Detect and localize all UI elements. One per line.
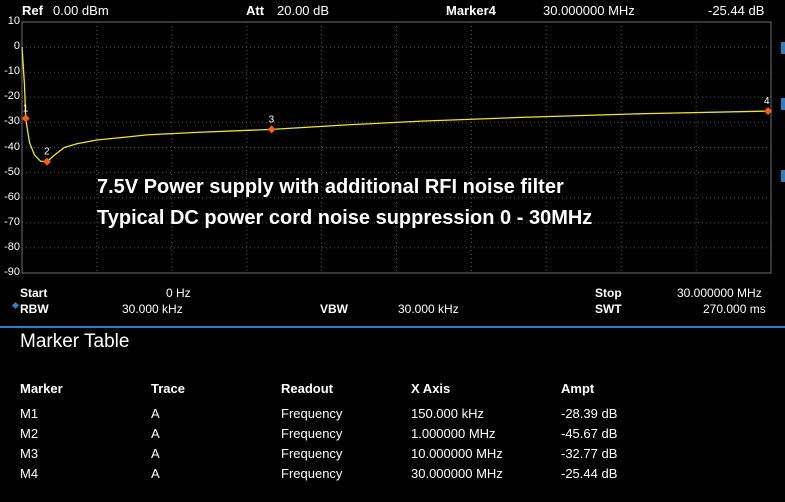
cell-x-axis: 30.000000 MHz (411, 466, 503, 481)
y-axis-tick-label: -10 (4, 65, 20, 78)
cell-readout: Frequency (281, 446, 343, 461)
marker-1-label: 1 (23, 103, 29, 114)
att-value: 20.00 dB (277, 3, 330, 18)
col-header-x-axis: X Axis (411, 381, 451, 396)
start-value: 0 Hz (166, 286, 191, 300)
marker-label: Marker4 (446, 3, 496, 18)
cell-x-axis: 10.000000 MHz (411, 446, 503, 461)
vbw-label: VBW (320, 302, 348, 316)
right-edge-indicator (781, 170, 785, 182)
marker-4-point (764, 106, 772, 115)
marker-1-point (21, 114, 30, 123)
stop-value: 30.000000 MHz (677, 286, 762, 300)
cell-readout: Frequency (281, 466, 343, 481)
y-axis-tick-label: 10 (7, 15, 20, 27)
y-axis-tick-label: -30 (4, 115, 20, 128)
att-label: Att (246, 3, 265, 18)
ref-label: Ref (22, 3, 43, 18)
marker-table-title: Marker Table (20, 331, 130, 352)
cell-ampt: -45.67 dB (561, 426, 618, 441)
rbw-label: RBW (20, 302, 49, 316)
cell-readout: Frequency (281, 406, 343, 421)
swt-label: SWT (595, 302, 622, 316)
cell-x-axis: 1.000000 MHz (411, 426, 496, 441)
cell-trace: A (151, 466, 160, 481)
y-axis-tick-label: -50 (4, 165, 20, 178)
start-label: Start (20, 286, 48, 300)
annotation-line-1: 7.5V Power supply with additional RFI no… (97, 176, 564, 198)
cell-trace: A (151, 446, 160, 461)
y-axis-tick-label: -40 (4, 140, 20, 153)
cell-ampt: -28.39 dB (561, 406, 618, 421)
cell-marker: M4 (20, 466, 39, 481)
rbw-value: 30.000 kHz (122, 302, 183, 316)
y-axis-tick-label: -90 (4, 266, 20, 278)
right-edge-indicator (781, 42, 785, 54)
ref-value: 0.00 dBm (53, 3, 109, 18)
marker-frequency: 30.000000 MHz (543, 3, 635, 18)
y-axis-tick-label: -20 (4, 90, 20, 103)
cell-trace: A (151, 406, 160, 421)
right-edge-indicator (781, 98, 785, 110)
cell-readout: Frequency (281, 426, 343, 441)
col-header-readout: Readout (281, 381, 333, 396)
spectrum-plot[interactable]: 1 2 3 4 (0, 0, 785, 290)
y-axis-tick-label: 0 (13, 40, 20, 53)
vbw-value: 30.000 kHz (398, 302, 459, 316)
swt-value: 270.000 ms (703, 302, 766, 316)
marker-3-point (267, 125, 276, 134)
cell-ampt: -25.44 dB (561, 466, 618, 481)
marker-4-label: 4 (764, 96, 770, 107)
y-axis-tick-label: -80 (4, 240, 20, 253)
y-axis-tick-label: -70 (4, 215, 20, 228)
cell-marker: M2 (20, 426, 39, 441)
col-header-ampt: Ampt (561, 381, 595, 396)
marker-2-point (42, 157, 51, 166)
annotation-line-2: Typical DC power cord noise suppression … (97, 207, 593, 229)
stop-label: Stop (595, 286, 622, 300)
cell-x-axis: 150.000 kHz (411, 406, 484, 421)
active-indicator-icon (11, 301, 20, 310)
section-separator (0, 326, 785, 328)
col-header-marker: Marker (20, 381, 63, 396)
col-header-trace: Trace (151, 381, 185, 396)
cell-ampt: -32.77 dB (561, 446, 618, 461)
y-axis-tick-label: -60 (4, 190, 20, 203)
header-bar: Ref 0.00 dBm Att 20.00 dB Marker4 30.000… (0, 0, 785, 20)
cell-trace: A (151, 426, 160, 441)
marker-3-label: 3 (269, 114, 275, 125)
marker-amplitude: -25.44 dB (708, 3, 765, 18)
trace-a-line (21, 47, 772, 163)
cell-marker: M1 (20, 406, 39, 421)
marker-2-label: 2 (44, 147, 50, 158)
cell-marker: M3 (20, 446, 39, 461)
